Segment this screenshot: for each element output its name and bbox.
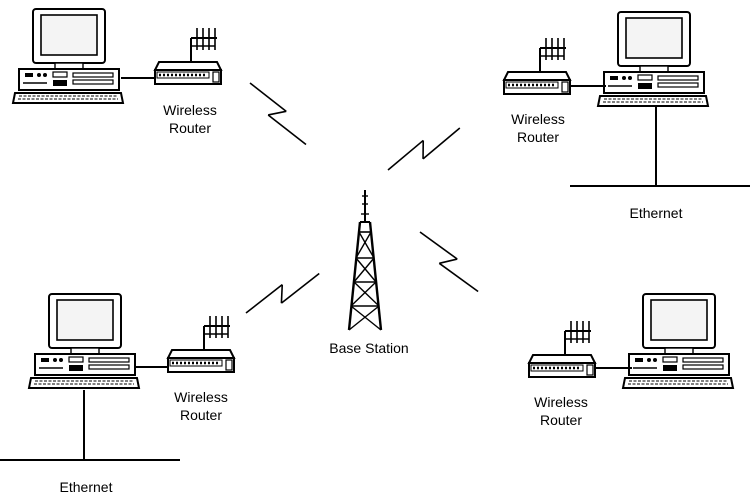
router-label-line-1: Wireless [174, 389, 228, 405]
router-label-line-1: Wireless [163, 102, 217, 118]
router-top-right [502, 36, 572, 96]
router-label-top-right: Wireless Router [511, 110, 565, 146]
ethernet-label-top-right: Ethernet [629, 205, 683, 221]
router-label-line-2: Router [539, 412, 583, 428]
desktop-computer-icon [622, 293, 734, 389]
computer-top-left [12, 8, 124, 104]
wireless-link-icon [240, 82, 316, 146]
computer-bottom-right [622, 293, 734, 389]
router-label-line-2: Router [179, 407, 223, 423]
wireless-router-icon [166, 314, 236, 374]
computer-top-right [597, 11, 709, 107]
router-top-left [153, 26, 223, 86]
desktop-computer-icon [28, 293, 140, 389]
router-label-bottom-right: Wireless Router [534, 393, 588, 429]
wireless-link-icon [387, 116, 461, 182]
router-bottom-left [166, 314, 236, 374]
router-label-line-2: Router [168, 120, 212, 136]
base-station-label: Base Station [329, 340, 409, 356]
router-label-line-1: Wireless [511, 111, 565, 127]
wireless-link-icon [410, 231, 488, 293]
wireless-router-icon [502, 36, 572, 96]
desktop-computer-icon [12, 8, 124, 104]
router-label-top-left: Wireless Router [163, 101, 217, 137]
computer-bottom-left [28, 293, 140, 389]
desktop-computer-icon [597, 11, 709, 107]
ethernet-label-bottom-left: Ethernet [59, 479, 113, 494]
transmission-tower-icon [347, 190, 383, 331]
wireless-router-icon [153, 26, 223, 86]
router-label-bottom-left: Wireless Router [174, 388, 228, 424]
router-bottom-right [527, 319, 597, 379]
wireless-router-icon [527, 319, 597, 379]
router-label-line-1: Wireless [534, 394, 588, 410]
wireless-link-icon [245, 261, 321, 325]
router-label-line-2: Router [516, 129, 560, 145]
